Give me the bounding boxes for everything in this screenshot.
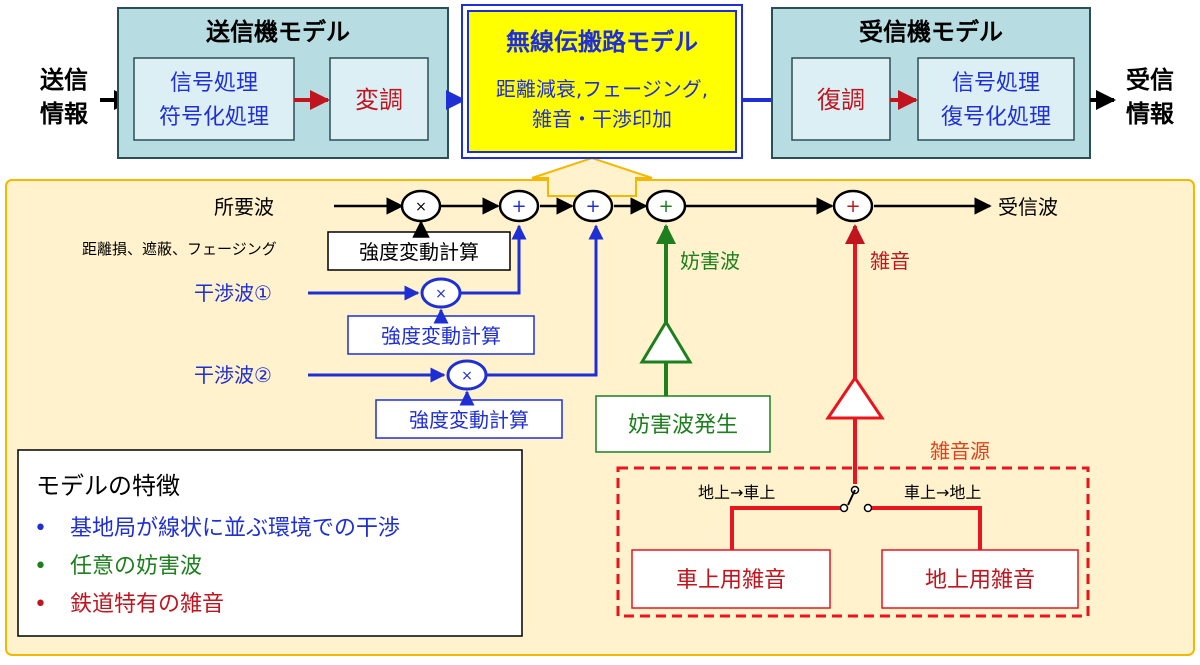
onboard-noise-line <box>730 506 840 550</box>
feature-item: 鉄道特有の雑音 <box>70 592 224 617</box>
desired-strength-calc-box <box>327 231 511 271</box>
tx-mod-label: 変調 <box>355 86 403 114</box>
ground-noise-line <box>872 506 982 550</box>
interference1-add-node <box>498 189 540 223</box>
interference2-strength-calc-label: 強度変動計算 <box>409 408 529 432</box>
noise-label: 雑音 <box>870 249 910 273</box>
ground-to-train-label: 地上→車上 <box>698 483 775 502</box>
noise-add-node <box>832 189 874 223</box>
rx-signal-line1: 信号処理 <box>952 71 1040 96</box>
interference1-mult-symbol: × <box>435 286 447 302</box>
tx-input-line2: 情報 <box>40 100 89 128</box>
feature-item: 基地局が線状に並ぶ環境での干渉 <box>70 516 400 541</box>
feature-bullet: • <box>34 516 47 541</box>
interference2-add-node <box>572 189 614 223</box>
tx-mod-block <box>329 57 429 141</box>
rx-signal-line2: 復号化処理 <box>941 105 1051 130</box>
noise-source-label: 雑音源 <box>930 439 990 463</box>
features-box <box>17 449 523 637</box>
features-list: • 基地局が線状に並ぶ環境での干渉 • 任意の妨害波 • 鉄道特有の雑音 <box>34 516 400 617</box>
rx-model-title: 受信機モデル <box>859 18 1003 46</box>
tx-signal-line1: 信号処理 <box>170 71 258 96</box>
desired-mult-symbol: × <box>415 199 427 215</box>
channel-model-title: 無線伝搬路モデル <box>506 28 698 56</box>
jamming-wave-label: 妨害波 <box>680 249 740 273</box>
interference1-to-adder <box>460 224 527 295</box>
interference1-strength-calc-label: 強度変動計算 <box>381 324 501 348</box>
onboard-noise-label: 車上用雑音 <box>676 568 786 593</box>
rx-demod-block <box>791 57 891 141</box>
interference1-label: 干渉波① <box>194 281 272 305</box>
received-wave-label: 受信波 <box>998 195 1058 219</box>
desired-wave-label: 所要波 <box>214 195 274 219</box>
channel-line2: 雑音・干渉印加 <box>532 107 672 131</box>
rx-output-line2: 情報 <box>1126 100 1175 128</box>
switch-contact-right <box>863 503 873 513</box>
rx-demod-label: 復調 <box>817 86 865 114</box>
rx-signal-block <box>917 57 1075 141</box>
tx-input-line1: 送信 <box>40 66 88 94</box>
interference1-add-symbol: + <box>511 196 526 217</box>
interference2-add-symbol: + <box>585 196 600 217</box>
feature-bullet: • <box>34 592 47 617</box>
interference2-to-adder <box>486 224 604 377</box>
switch-lever <box>847 489 856 506</box>
feature-bullet: • <box>34 554 47 579</box>
desired-strength-calc-label: 強度変動計算 <box>359 240 479 264</box>
interference2-mult-symbol: × <box>461 368 473 384</box>
loss-label: 距離損、遮蔽、フェージング <box>82 240 277 258</box>
interference2-label: 干渉波② <box>194 363 272 387</box>
jamming-gen-label: 妨害波発生 <box>628 413 738 438</box>
interference2-strength-calc-box <box>375 399 563 439</box>
channel-model-box <box>467 10 737 153</box>
tx-signal-line2: 符号化処理 <box>159 105 269 130</box>
features-title: モデルの特徴 <box>36 472 180 500</box>
detail-to-channel-arrow <box>531 156 653 197</box>
jamming-gen-box <box>595 395 771 453</box>
switch-contact-left <box>839 503 849 513</box>
jamming-add-node <box>645 189 687 223</box>
channel-line1: 距離減衰,フェージング, <box>496 77 708 101</box>
feature-item: 任意の妨害波 <box>70 554 202 579</box>
jamming-add-symbol: + <box>658 196 673 217</box>
train-to-ground-label: 車上→地上 <box>904 483 981 502</box>
ground-noise-box <box>881 549 1079 609</box>
noise-add-symbol: + <box>845 196 860 217</box>
rx-output-line1: 受信 <box>1126 66 1174 94</box>
onboard-noise-box <box>631 549 831 609</box>
ground-noise-label: 地上用雑音 <box>925 568 1035 593</box>
tx-model-title: 送信機モデル <box>206 18 350 46</box>
noise-source-box <box>616 466 1090 618</box>
